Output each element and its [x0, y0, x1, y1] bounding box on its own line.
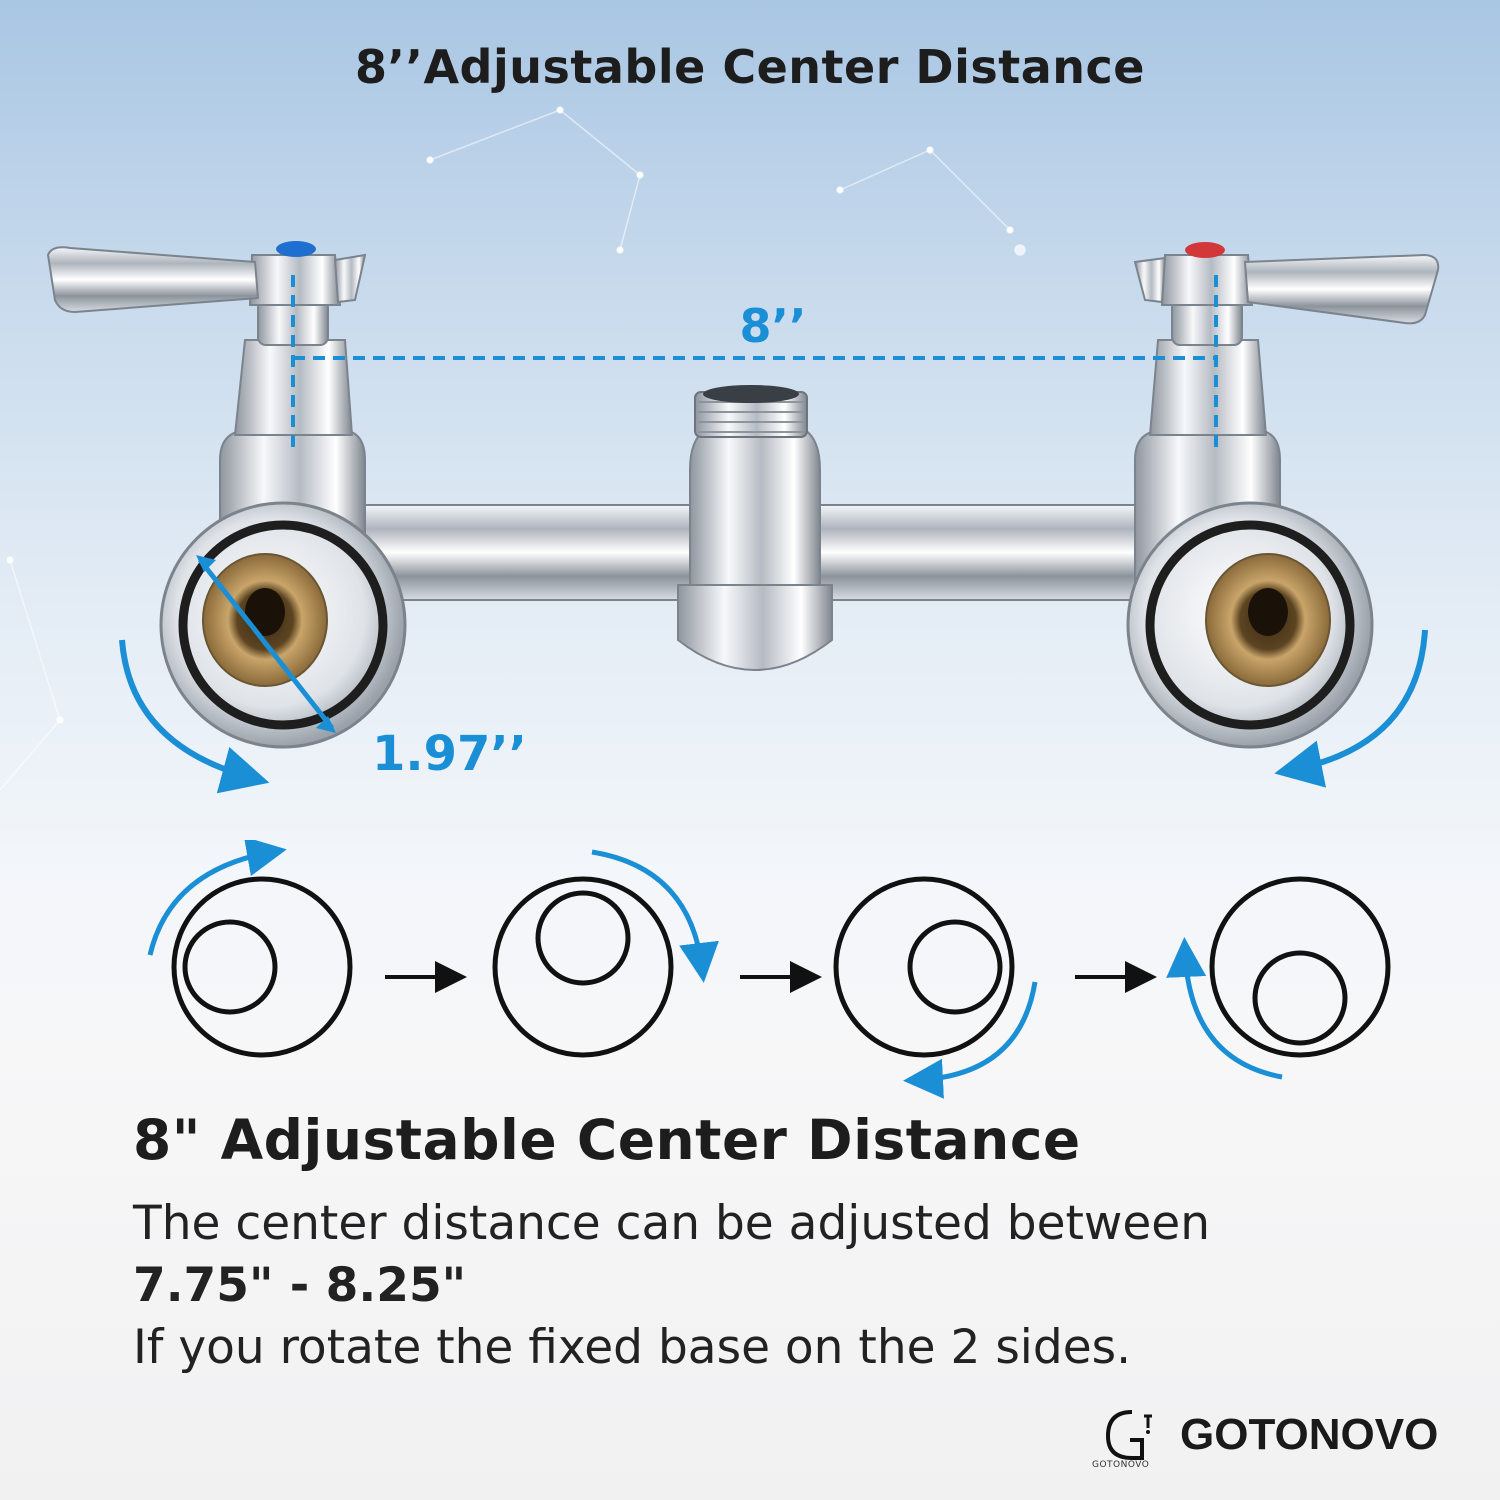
center-distance-label: 8’’: [740, 299, 807, 353]
cold-indicator-icon: [276, 241, 316, 257]
rotate-arrow-icon: [1166, 937, 1283, 1080]
brand-name: GOTONOVO: [1180, 1410, 1439, 1459]
right-wall-flange: [1126, 501, 1374, 749]
top-title: 8’’Adjustable Center Distance: [355, 40, 1145, 94]
description-range: 7.75" - 8.25": [133, 1258, 467, 1313]
faucet-illustration: 8’’ 1.97’’: [46, 241, 1440, 794]
left-wall-flange: [159, 501, 407, 749]
rotate-arrow-icon: [147, 840, 287, 956]
description-line-1: The center distance can be adjusted betw…: [133, 1196, 1210, 1251]
rotate-arrow-right-icon: [1274, 629, 1428, 788]
brand-mark-icon: [1105, 1410, 1152, 1460]
faucet-body: [299, 385, 1201, 671]
brand-logo: GOTONOVO GOTONOVO: [1092, 1402, 1452, 1472]
base-diameter-label: 1.97’’: [372, 726, 527, 782]
rotation-step-3: [833, 876, 1038, 1099]
base-diameter-dimension: [196, 555, 336, 733]
rotation-step-2: [492, 849, 719, 1058]
rotate-arrow-icon: [591, 849, 719, 983]
center-distance-dimension: [291, 275, 1218, 448]
rotate-arrow-icon: [903, 981, 1038, 1099]
hot-indicator-icon: [1185, 242, 1225, 258]
rotation-steps-diagram: [147, 840, 1391, 1099]
rotate-arrow-left-icon: [119, 639, 270, 794]
brand-mark-caption: GOTONOVO: [1092, 1460, 1150, 1470]
description-line-3: If you rotate the fixed base on the 2 si…: [133, 1320, 1132, 1375]
rotation-step-1: [147, 840, 353, 1058]
main-heading: 8" Adjustable Center Distance: [133, 1108, 1081, 1172]
rotation-step-4: [1166, 876, 1391, 1080]
